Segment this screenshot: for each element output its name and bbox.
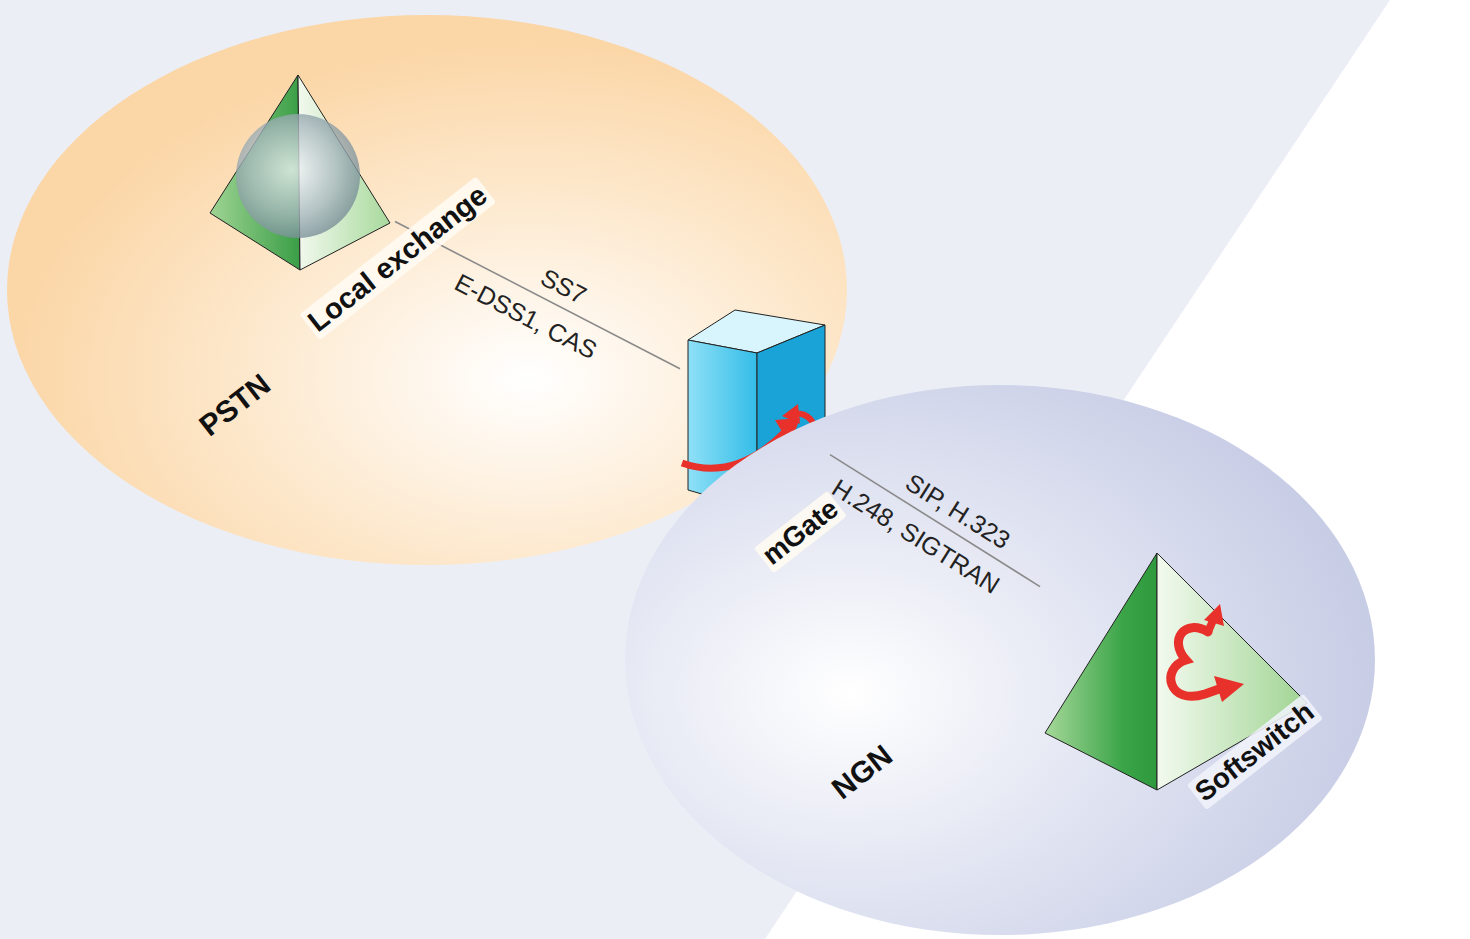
local-exchange-shape	[205, 70, 395, 275]
ngn-region: NGNSoftswitch	[625, 385, 1375, 935]
local-exchange: Local exchange	[205, 70, 395, 275]
connector-line	[395, 222, 680, 369]
softswitch: Softswitch	[1040, 548, 1312, 796]
connector-line	[830, 455, 1040, 587]
